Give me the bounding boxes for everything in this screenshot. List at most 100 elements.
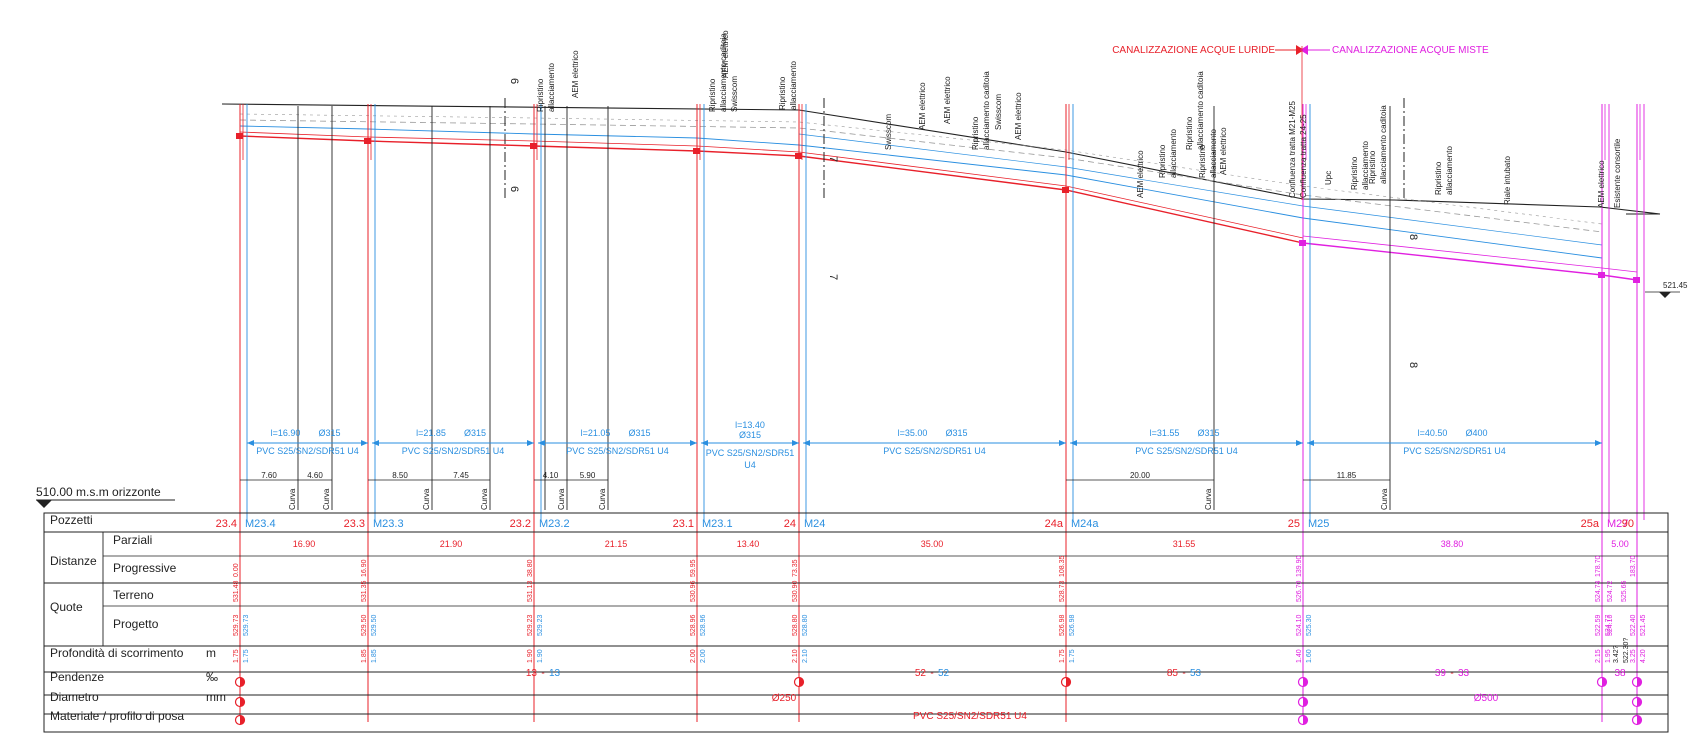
profondita-value-blue: 4.20 xyxy=(1640,649,1647,663)
slope-marker-fill xyxy=(1066,677,1071,687)
progressive-value: 183.70 xyxy=(1630,555,1637,577)
curve-distance: 4.10 xyxy=(543,471,559,480)
manhole-id-red: 24 xyxy=(784,518,796,530)
annotation-text: AEM elettrico xyxy=(721,30,730,78)
annotation-text: allacciamento caditoia xyxy=(719,33,728,112)
manhole-id-red: 23.2 xyxy=(510,518,531,530)
blue-pipe-line xyxy=(239,125,1603,259)
annotation-text: allacciamento xyxy=(1209,129,1218,178)
curve-label: Curva xyxy=(1380,488,1389,510)
slope-marker-fill xyxy=(1303,677,1308,687)
curve-distance: 7.45 xyxy=(453,471,469,480)
progetto-value-blue: 521.45 xyxy=(1640,614,1647,636)
pipe-diameter: Ø315 xyxy=(1197,428,1219,438)
extra-value: 524.10 xyxy=(1607,614,1614,636)
annotation-text: Ripristino xyxy=(1368,150,1377,184)
annotation-text: AEM elettrico xyxy=(1136,150,1145,198)
profondita-value-red: 2.10 xyxy=(792,649,799,663)
pendenza-value-blue: 33 xyxy=(1458,668,1470,679)
manhole-id-blue: M23.4 xyxy=(245,518,276,530)
pipe-diameter: Ø315 xyxy=(739,430,761,440)
terreno-value: 526.70 xyxy=(1296,580,1303,602)
dim-arrow-left xyxy=(247,440,254,446)
progetto-value-blue: 529.73 xyxy=(243,614,250,636)
manhole-id-red: 25a xyxy=(1581,518,1600,530)
row-marker-fill xyxy=(240,697,245,707)
manhole-id-red: 23.1 xyxy=(673,518,694,530)
pendenza-value-blue: 13 xyxy=(549,668,561,679)
row-marker-fill xyxy=(1637,697,1642,707)
progetto-value-blue: 524.77 xyxy=(1605,614,1612,636)
manhole-verticals-layer xyxy=(239,98,1645,722)
profondita-value-blue: 1.60 xyxy=(1306,649,1313,663)
progetto-value-red: 529.50 xyxy=(361,614,368,636)
manhole-id-blue: M25 xyxy=(1308,518,1329,530)
progetto-value-red: 524.10 xyxy=(1296,614,1303,636)
pendenza-separator: - xyxy=(1450,668,1453,679)
pipe-material: PVC S25/SN2/SDR51 U4 xyxy=(566,446,669,456)
annotation-text: allacciamento xyxy=(1361,141,1370,190)
profondita-value-blue: 1.90 xyxy=(537,649,544,663)
manhole-id-red: 24a xyxy=(1045,518,1064,530)
progetto-value-blue: 529.23 xyxy=(537,614,544,636)
curve-distance: 5.90 xyxy=(580,471,596,480)
annotation-text: Ripristino xyxy=(1158,144,1167,178)
progetto-value-red: 528.96 xyxy=(690,614,697,636)
progetto-value-blue: 525.30 xyxy=(1306,614,1313,636)
curve-distance: 7.60 xyxy=(261,471,277,480)
annotation-text: Confluenza tratta 24-25 xyxy=(1299,114,1308,198)
terreno-value: 530.90 xyxy=(792,580,799,602)
curve-distance: 4.60 xyxy=(307,471,323,480)
row-label-terreno: Terreno xyxy=(113,588,154,602)
pipe-diameter: Ø315 xyxy=(318,428,340,438)
progetto-value-red: 526.98 xyxy=(1059,614,1066,636)
annotation-text: Ripristino xyxy=(1434,161,1443,195)
progressive-value: 38.80 xyxy=(527,559,534,577)
parziale-value: 31.55 xyxy=(1173,539,1196,549)
annotation-text: allacciamento xyxy=(1169,129,1178,178)
annotation-text: Confluenza tratta M21-M25 xyxy=(1288,101,1297,198)
pipe-length: l=21.05 xyxy=(581,428,611,438)
row-label-progetto: Progetto xyxy=(113,617,159,631)
pendenza-value-red: 13 xyxy=(526,668,538,679)
annotation-text: Ripristino xyxy=(708,78,717,112)
progressive-value: 59.95 xyxy=(690,559,697,577)
magenta-pipe-invert xyxy=(1302,242,1638,281)
curve-label: Curva xyxy=(422,488,431,510)
annotation-text: AEM elettrico xyxy=(1219,127,1228,175)
profondita-value-blue: 1.85 xyxy=(371,649,378,663)
parziale-value: 35.00 xyxy=(921,539,944,549)
pendenza-value-red: 38 xyxy=(1614,668,1626,679)
pendenza-value-blue: 53 xyxy=(1190,668,1202,679)
diametro-value-magenta: Ø500 xyxy=(1474,693,1499,704)
annotation-text: allacciamento xyxy=(789,61,798,110)
parziale-value: 38.80 xyxy=(1441,539,1464,549)
curve-label: Curva xyxy=(598,488,607,510)
annotation-text: Riale intubato xyxy=(1503,156,1512,205)
header-acque-luride: CANALIZZAZIONE ACQUE LURIDE xyxy=(1112,45,1275,56)
parziale-value: 21.15 xyxy=(605,539,628,549)
pipe-length: l=21.85 xyxy=(416,428,446,438)
annotation-text: Upc xyxy=(1324,171,1333,185)
slope-marker-fill xyxy=(1637,677,1642,687)
progressive-value: 16.90 xyxy=(361,559,368,577)
slope-marker-fill xyxy=(240,677,245,687)
materiale-value: PVC S25/SN2/SDR51 U4 xyxy=(913,711,1027,722)
section-label-top: 7 xyxy=(827,156,839,162)
progressive-value: 178.70 xyxy=(1595,555,1602,577)
elevation-tag-marker xyxy=(1659,292,1671,298)
dim-arrow-left xyxy=(803,440,810,446)
progressive-value: 139.90 xyxy=(1296,555,1303,577)
elevation-tag-value: 521.45 xyxy=(1663,281,1688,290)
curve-label: Curva xyxy=(322,488,331,510)
terreno-value: 531.35 xyxy=(361,580,368,602)
profondita-value-red: 1.75 xyxy=(1059,649,1066,663)
profondita-value-blue: 1.75 xyxy=(243,649,250,663)
curve-distance: 11.85 xyxy=(1337,471,1357,480)
section-label-bottom: 8 xyxy=(1407,362,1419,368)
pipe-length: l=40.50 xyxy=(1418,428,1448,438)
annotation-text: allacciamento xyxy=(1445,146,1454,195)
